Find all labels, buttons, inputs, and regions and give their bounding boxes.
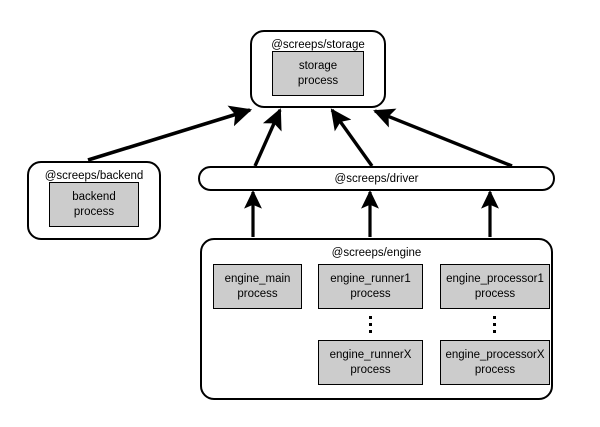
- process-engine-processorX-line2: process: [474, 363, 516, 376]
- ellipsis-dot: [369, 330, 372, 333]
- ellipsis-dot: [493, 330, 496, 333]
- ellipsis-dot: [369, 323, 372, 326]
- process-engine-processor1-line2: process: [474, 287, 516, 300]
- package-backend-label: @screeps/backend: [44, 170, 144, 182]
- ellipsis-dot: [493, 316, 496, 319]
- ellipsis-dot: [493, 323, 496, 326]
- process-engine-processorX-line1: engine_processorX: [445, 348, 545, 361]
- process-engine-main-line2: process: [237, 287, 278, 300]
- vertical-ellipsis-runner: [369, 316, 372, 333]
- package-engine-label: @screeps/engine: [331, 247, 422, 259]
- edge-driver-to-storage-middle: [330, 108, 374, 167]
- process-engine-runner1-line2: process: [350, 287, 391, 300]
- ellipsis-dot: [369, 316, 372, 319]
- vertical-ellipsis-processor: [493, 316, 496, 333]
- process-engine-processor1-line1: engine_processor1: [446, 272, 544, 285]
- node-driver[interactable]: @screeps/driver: [198, 166, 555, 191]
- process-backend[interactable]: backend process: [49, 182, 139, 227]
- package-storage-label: @screeps/storage: [271, 39, 365, 51]
- process-storage-line2: process: [297, 74, 339, 87]
- process-storage[interactable]: storage process: [272, 51, 364, 96]
- process-engine-processorX[interactable]: engine_processorX process: [440, 340, 550, 385]
- process-engine-main[interactable]: engine_main process: [213, 264, 302, 309]
- edge-backend-to-storage: [87, 105, 253, 162]
- edge-driver-to-storage-left: [253, 108, 282, 167]
- process-backend-line1: backend: [72, 190, 116, 203]
- process-engine-runnerX-line1: engine_runnerX: [329, 348, 412, 361]
- process-engine-runnerX[interactable]: engine_runnerX process: [318, 340, 423, 385]
- process-engine-runner1-line1: engine_runner1: [330, 272, 411, 285]
- process-storage-line1: storage: [298, 59, 338, 72]
- process-engine-runnerX-line2: process: [350, 363, 391, 376]
- edge-driver-to-storage-right: [373, 108, 513, 168]
- process-engine-main-line1: engine_main: [224, 272, 291, 285]
- process-backend-line2: process: [73, 205, 115, 218]
- node-driver-label: @screeps/driver: [334, 172, 419, 185]
- process-engine-processor1[interactable]: engine_processor1 process: [440, 264, 550, 309]
- process-engine-runner1[interactable]: engine_runner1 process: [318, 264, 423, 309]
